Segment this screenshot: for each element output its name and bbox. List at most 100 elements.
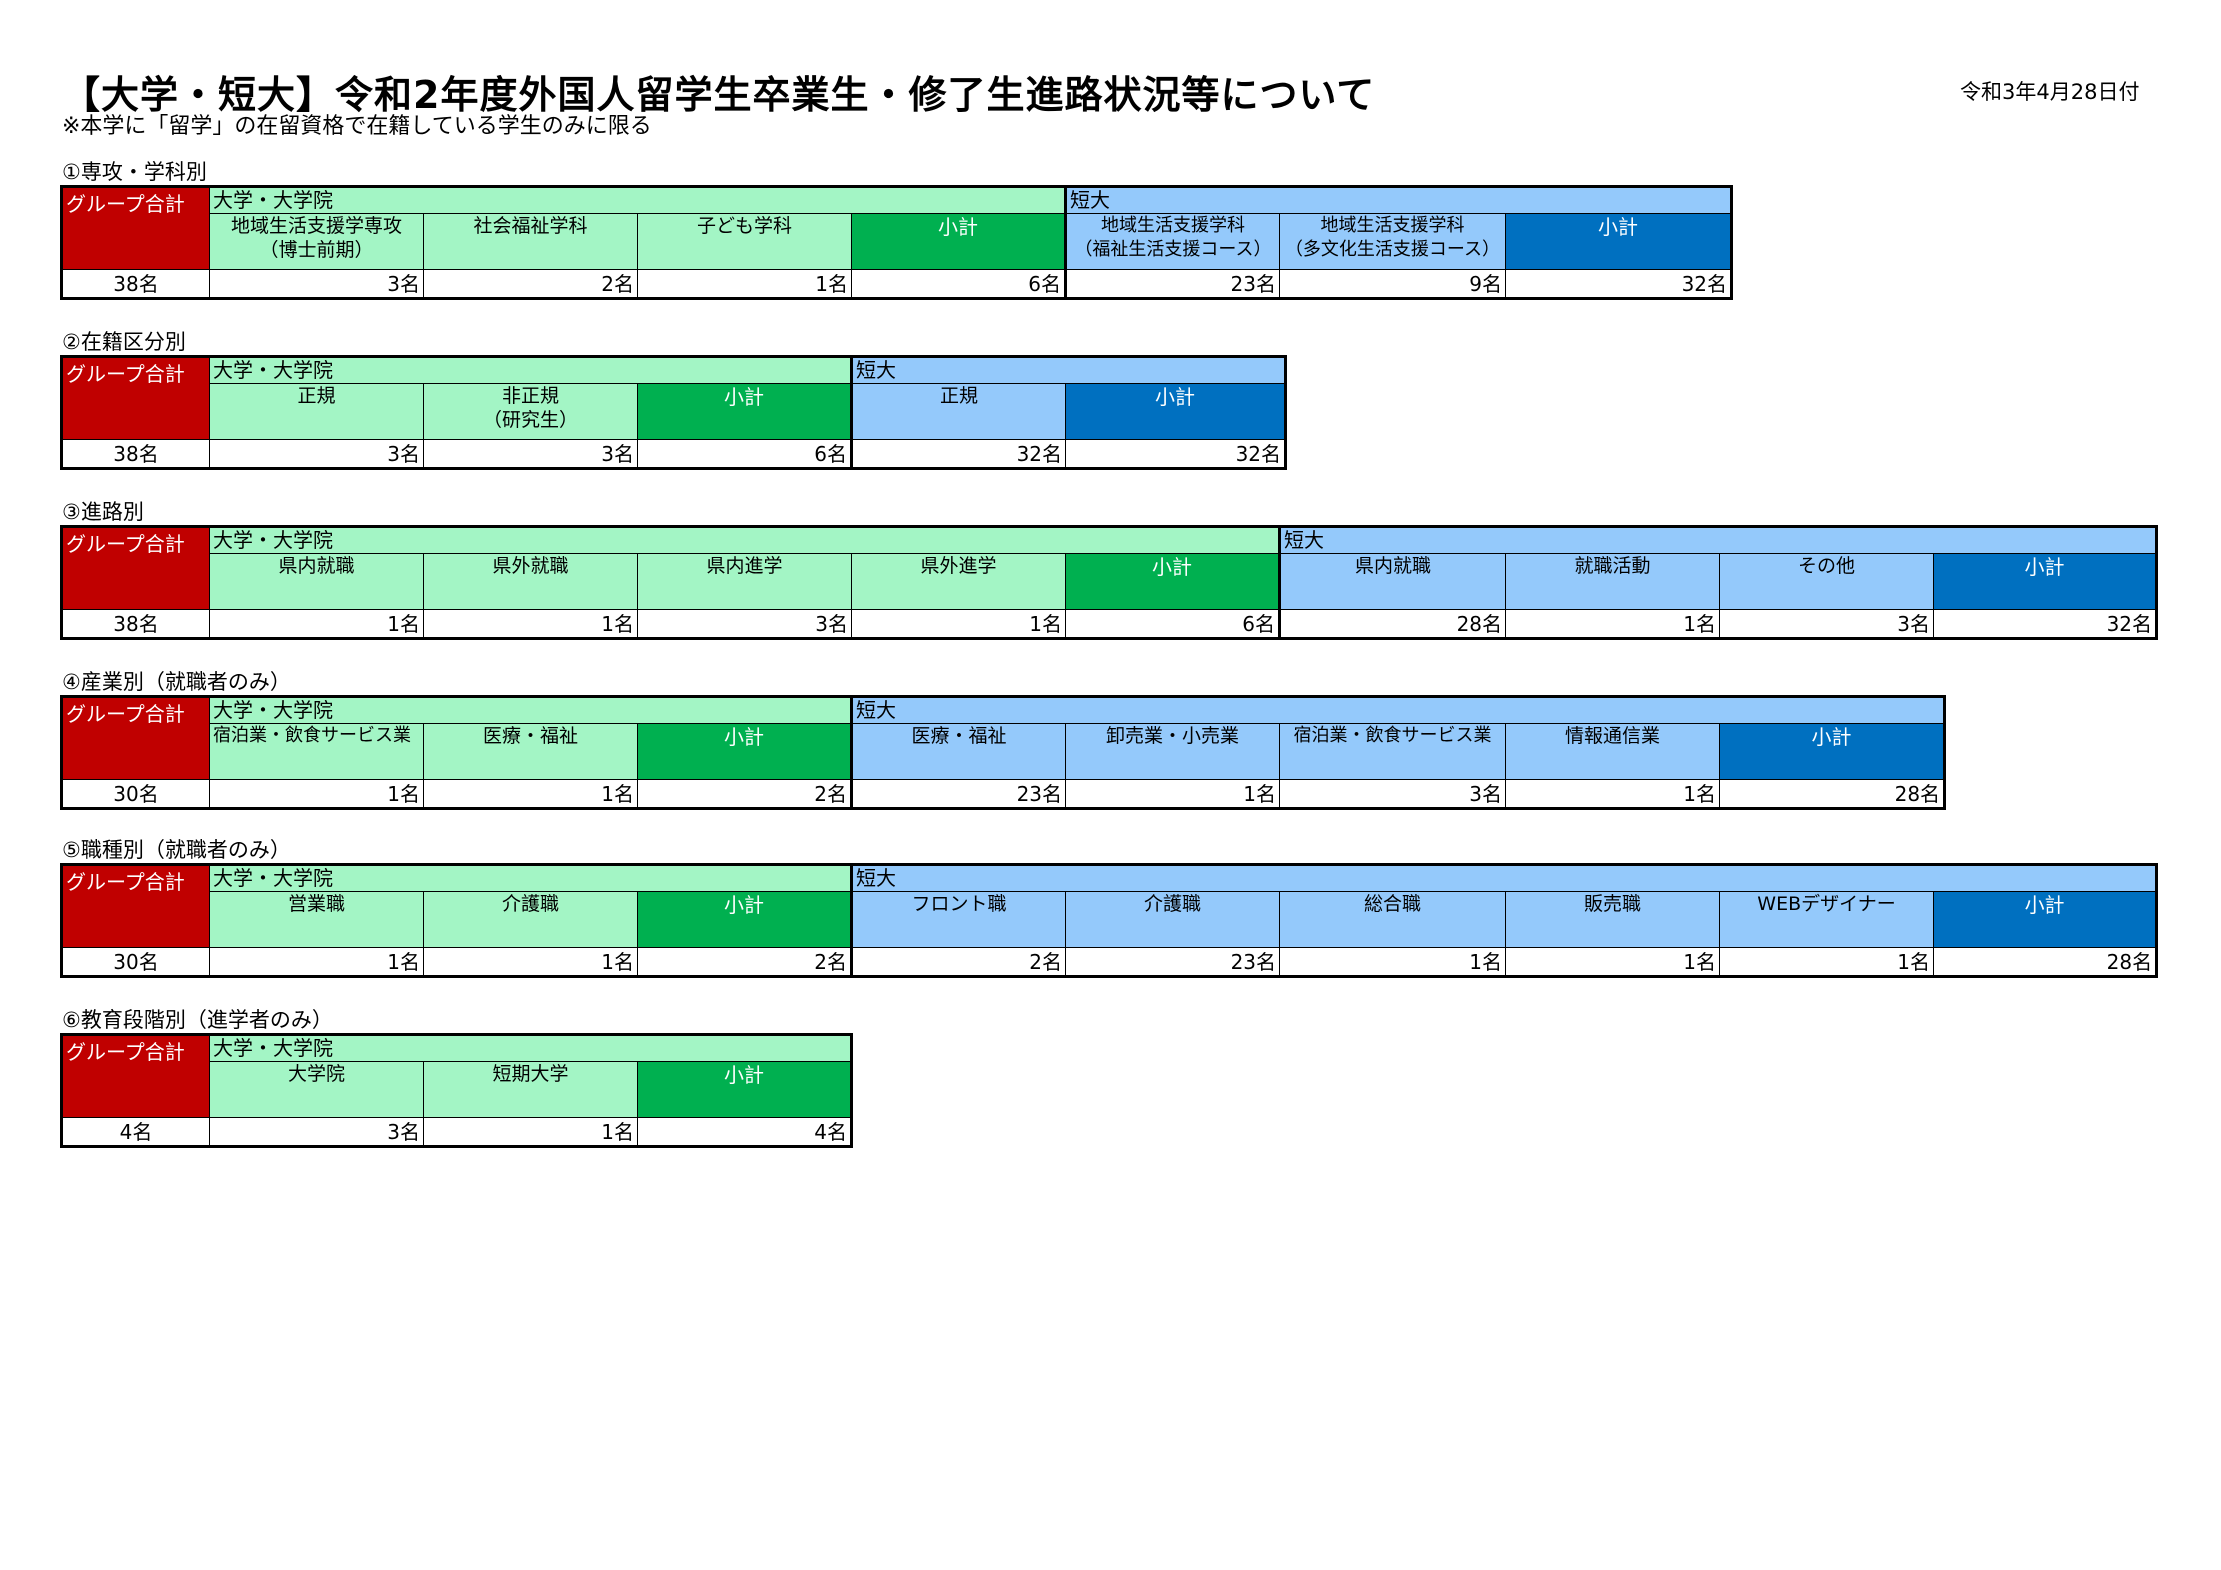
- value-cell: 2名: [850, 947, 1067, 978]
- value-cell: 1名: [209, 609, 424, 640]
- category-header: 宿泊業・飲食サービス業: [1279, 723, 1507, 780]
- subtotal-value: 6名: [636, 439, 853, 470]
- value-cell: 9名: [1279, 269, 1506, 300]
- group-univ-header: 大学・大学院: [208, 863, 853, 892]
- value-cell: 32名: [850, 439, 1067, 470]
- value-cell: 1名: [423, 947, 638, 978]
- section-title: ①専攻・学科別: [62, 160, 207, 184]
- category-header: 地域生活支援学科（多文化生活支援コース）: [1279, 213, 1506, 270]
- category-header: フロント職: [850, 891, 1067, 948]
- category-header: WEBデザイナー: [1719, 891, 1935, 948]
- value-cell: 23名: [1064, 269, 1280, 300]
- category-header: 総合職: [1279, 891, 1507, 948]
- category-header: その他: [1719, 553, 1935, 610]
- group-total-value: 30名: [60, 779, 210, 810]
- table-career: グループ合計 大学・大学院 短大 県内就職 県外就職 県内進学 県外進学 小計 …: [60, 525, 2159, 640]
- subtotal-header: 小計: [636, 891, 853, 948]
- subtotal-header: 小計: [1064, 553, 1281, 610]
- page-note: ※本学に「留学」の在留資格で在籍している学生のみに限る: [62, 114, 652, 139]
- subtotal-value: 2名: [636, 947, 853, 978]
- group-total-header: グループ合計: [60, 1033, 210, 1118]
- value-cell: 23名: [1065, 947, 1281, 978]
- value-cell: 1名: [209, 779, 424, 810]
- group-univ-header: 大学・大学院: [209, 185, 1066, 214]
- value-cell: 1名: [1719, 947, 1935, 978]
- value-cell: 28名: [1278, 609, 1507, 640]
- category-header: 子ども学科: [637, 213, 852, 270]
- category-header: 営業職: [209, 891, 424, 948]
- subtotal-header: 小計: [851, 213, 1066, 270]
- subtotal-value: 32名: [1504, 269, 1734, 300]
- group-total-header: グループ合計: [60, 525, 210, 610]
- table-education: グループ合計 大学・大学院 大学院 短期大学 小計 4名 3名 1名 4名: [60, 1033, 854, 1148]
- category-header: 県内就職: [209, 553, 424, 610]
- subtotal-value: 28名: [1719, 779, 1947, 810]
- value-cell: 3名: [423, 439, 638, 470]
- group-total-value: 38名: [60, 609, 210, 640]
- category-header: 短期大学: [423, 1061, 638, 1118]
- subtotal-header: 小計: [1719, 723, 1947, 780]
- category-header: 地域生活支援学科（福祉生活支援コース）: [1064, 213, 1280, 270]
- category-header: 地域生活支援学専攻（博士前期）: [209, 213, 424, 270]
- subtotal-header: 小計: [636, 383, 853, 440]
- category-header: 県外進学: [851, 553, 1066, 610]
- subtotal-header: 小計: [1933, 553, 2159, 610]
- subtotal-header: 小計: [636, 1061, 854, 1118]
- group-total-header: グループ合計: [60, 695, 210, 780]
- value-cell: 1名: [1505, 609, 1721, 640]
- table-industry: グループ合計 大学・大学院 短大 宿泊業・飲食サービス業 医療・福祉 小計 医療…: [60, 695, 1947, 810]
- value-cell: 1名: [209, 947, 424, 978]
- category-header: 県外就職: [423, 553, 638, 610]
- category-header: 情報通信業: [1505, 723, 1721, 780]
- subtotal-value: 6名: [1064, 609, 1281, 640]
- category-header: 医療・福祉: [850, 723, 1067, 780]
- value-cell: 1名: [1505, 779, 1721, 810]
- section-title: ⑥教育段階別（進学者のみ）: [62, 1008, 333, 1032]
- category-header: 宿泊業・飲食サービス業: [209, 723, 424, 780]
- category-header: 社会福祉学科: [423, 213, 638, 270]
- group-total-value: 30名: [60, 947, 210, 978]
- value-cell: 1名: [423, 609, 638, 640]
- value-cell: 3名: [1279, 779, 1507, 810]
- subtotal-value: 4名: [636, 1117, 854, 1148]
- category-header: 就職活動: [1505, 553, 1721, 610]
- group-junior-header: 短大: [850, 863, 2159, 892]
- value-cell: 1名: [851, 609, 1066, 640]
- value-cell: 1名: [1279, 947, 1507, 978]
- category-header: 医療・福祉: [423, 723, 638, 780]
- subtotal-value: 28名: [1933, 947, 2159, 978]
- subtotal-value: 6名: [851, 269, 1066, 300]
- table-major: グループ合計 大学・大学院 短大 地域生活支援学専攻（博士前期） 社会福祉学科 …: [60, 185, 1734, 300]
- group-junior-header: 短大: [850, 695, 1947, 724]
- category-header: 介護職: [1065, 891, 1281, 948]
- value-cell: 2名: [423, 269, 638, 300]
- group-univ-header: 大学・大学院: [208, 355, 853, 384]
- subtotal-header: 小計: [1504, 213, 1734, 270]
- category-header: 正規: [209, 383, 424, 440]
- value-cell: 1名: [423, 779, 638, 810]
- category-header: 県内進学: [637, 553, 852, 610]
- subtotal-header: 小計: [1065, 383, 1288, 440]
- group-junior-header: 短大: [850, 355, 1288, 384]
- value-cell: 3名: [209, 439, 424, 470]
- value-cell: 1名: [423, 1117, 638, 1148]
- subtotal-value: 32名: [1933, 609, 2159, 640]
- group-total-header: グループ合計: [60, 355, 210, 440]
- subtotal-header: 小計: [1933, 891, 2159, 948]
- group-total-value: 4名: [60, 1117, 210, 1148]
- category-header: 正規: [850, 383, 1067, 440]
- section-title: ⑤職種別（就職者のみ）: [62, 838, 291, 862]
- section-title: ④産業別（就職者のみ）: [62, 670, 291, 694]
- category-header: 卸売業・小売業: [1065, 723, 1281, 780]
- group-total-header: グループ合計: [60, 863, 210, 948]
- category-header: 介護職: [423, 891, 638, 948]
- group-junior-header: 短大: [1278, 525, 2159, 554]
- value-cell: 1名: [637, 269, 852, 300]
- page-title: 【大学・短大】令和2年度外国人留学生卒業生・修了生進路状況等について: [62, 73, 1376, 117]
- section-title: ③進路別: [62, 500, 144, 524]
- group-total-value: 38名: [60, 269, 210, 300]
- table-enrollment: グループ合計 大学・大学院 短大 正規 非正規（研究生） 小計 正規 小計 38…: [60, 355, 1288, 470]
- subtotal-value: 32名: [1065, 439, 1288, 470]
- group-total-header: グループ合計: [60, 185, 210, 270]
